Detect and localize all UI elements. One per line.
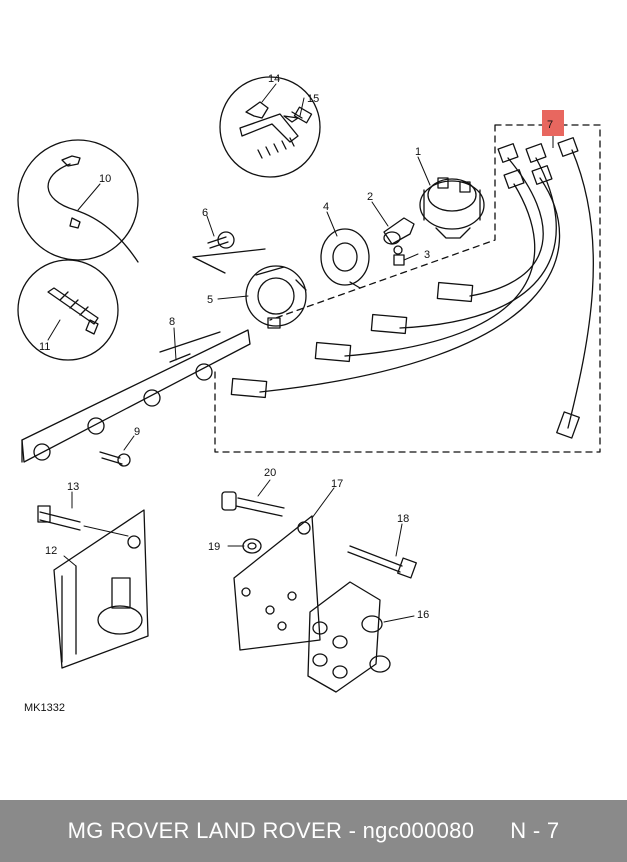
callout-18: 18 <box>397 513 409 525</box>
leads-group-frame <box>214 124 601 453</box>
bolt-13 <box>37 505 129 537</box>
callout-19: 19 <box>208 541 220 553</box>
ht-leads-7 <box>230 137 594 439</box>
callout-2: 2 <box>367 191 373 203</box>
manifold-8 <box>21 329 251 463</box>
inset-sensor-10 <box>17 139 139 263</box>
screw-6 <box>192 231 266 274</box>
callout-labels: 1 2 3 4 5 6 7 8 9 10 11 12 13 14 15 16 1… <box>39 73 553 621</box>
coil-pack-16 <box>307 581 391 693</box>
callout-17: 17 <box>331 478 343 490</box>
footer-bar: MG ROVER LAND ROVER - ngc000080 N - 7 <box>0 800 627 862</box>
callout-4: 4 <box>323 201 329 213</box>
screw-3 <box>393 245 405 266</box>
inset-bracket-14-15 <box>219 76 321 178</box>
callout-11: 11 <box>39 341 50 353</box>
callout-14: 14 <box>268 73 280 85</box>
parts-diagram: 1 2 3 4 5 6 7 8 9 10 11 12 13 14 15 16 1… <box>17 73 601 693</box>
shield-4 <box>320 228 370 289</box>
callout-12: 12 <box>45 545 57 557</box>
callout-1: 1 <box>415 146 421 158</box>
callout-20: 20 <box>264 467 276 479</box>
callout-16: 16 <box>417 609 429 621</box>
bolt-9 <box>99 451 131 467</box>
bracket-17 <box>233 515 321 651</box>
callout-3: 3 <box>424 249 430 261</box>
footer-page-number: N - 7 <box>510 818 560 843</box>
pickup-5 <box>245 265 307 329</box>
distributor-cap-1 <box>419 177 485 239</box>
diagram-reference-code: MK1332 <box>24 702 65 714</box>
callout-13: 13 <box>67 481 79 493</box>
footer-title: MG ROVER LAND ROVER - ngc000080 <box>67 818 475 843</box>
callout-9: 9 <box>134 426 140 438</box>
callout-15: 15 <box>307 93 319 105</box>
callout-5: 5 <box>207 294 213 306</box>
callout-10: 10 <box>99 173 111 185</box>
callout-7-highlight <box>542 110 564 136</box>
bolt-20 <box>221 491 285 517</box>
callout-8: 8 <box>169 316 175 328</box>
bolt-18 <box>347 545 417 579</box>
coil-12 <box>53 509 149 669</box>
inset-sparkplug-11 <box>17 259 119 361</box>
leader-lines <box>47 83 431 623</box>
washer-19 <box>242 538 262 554</box>
callout-7: 7 <box>547 119 553 131</box>
callout-6: 6 <box>202 207 208 219</box>
rotor-arm-2 <box>383 217 415 245</box>
